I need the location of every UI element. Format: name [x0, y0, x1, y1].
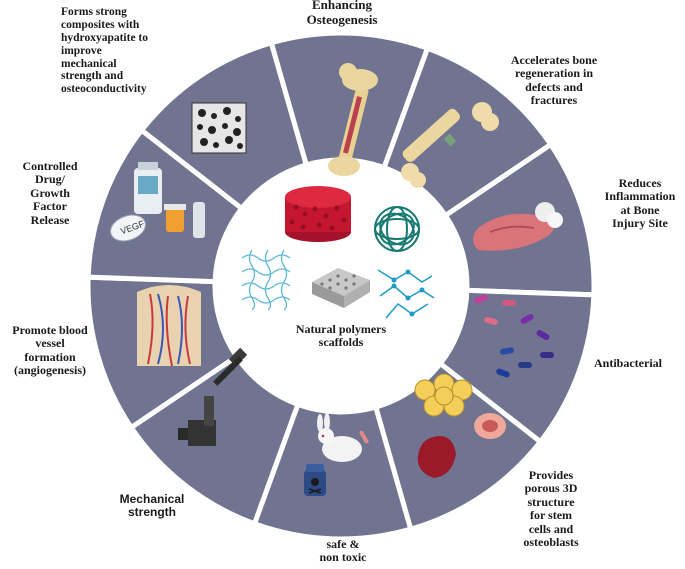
label-reduces-inflammation: Reduces Inflammation at Bone Injury Site	[604, 176, 676, 231]
bacteria-icon	[474, 294, 554, 378]
label-accelerates-bone-regeneration: Accelerates bone regeneration in defects…	[510, 53, 598, 108]
porous-cube-icon	[191, 102, 247, 154]
label-porous-structure: Provides porous 3D structure for stem ce…	[523, 468, 579, 550]
label-forms-composites: Forms strong composites with hydroxyapat…	[61, 6, 148, 96]
blood-vessel-scaffold-icon	[137, 285, 201, 367]
label-enhancing-osteogenesis: Enhancing Osteogenesis	[306, 0, 378, 27]
center-label: Natural polymers scaffolds	[295, 322, 387, 350]
polymer-coil-icon	[374, 206, 420, 252]
toxic-bottle-icon	[304, 464, 326, 496]
fractured-bone-icon	[401, 102, 499, 188]
drug-vials-icon: VEGF	[110, 162, 205, 242]
label-controlled-drug-release: Controlled Drug/ Growth Factor Release	[22, 159, 78, 227]
label-promote-angiogenesis: Promote blood vessel formation (angiogen…	[12, 323, 88, 378]
red-porous-cylinder-icon	[285, 186, 351, 242]
stem-cells-icon	[414, 373, 506, 478]
testing-machine-icon	[178, 347, 248, 446]
label-mechanical-strength: Mechanical strength	[119, 492, 185, 520]
inflamed-tissue-icon	[473, 202, 563, 251]
rabbit-icon	[317, 413, 369, 462]
femur-bone-icon	[328, 63, 378, 176]
label-safe-non-toxic: safe & non toxic	[319, 537, 367, 565]
label-antibacterial: Antibacterial	[594, 356, 662, 370]
grey-mesh-block-icon	[312, 268, 370, 308]
crosslinked-network-icon	[377, 269, 435, 319]
fiber-network-icon	[241, 249, 291, 311]
